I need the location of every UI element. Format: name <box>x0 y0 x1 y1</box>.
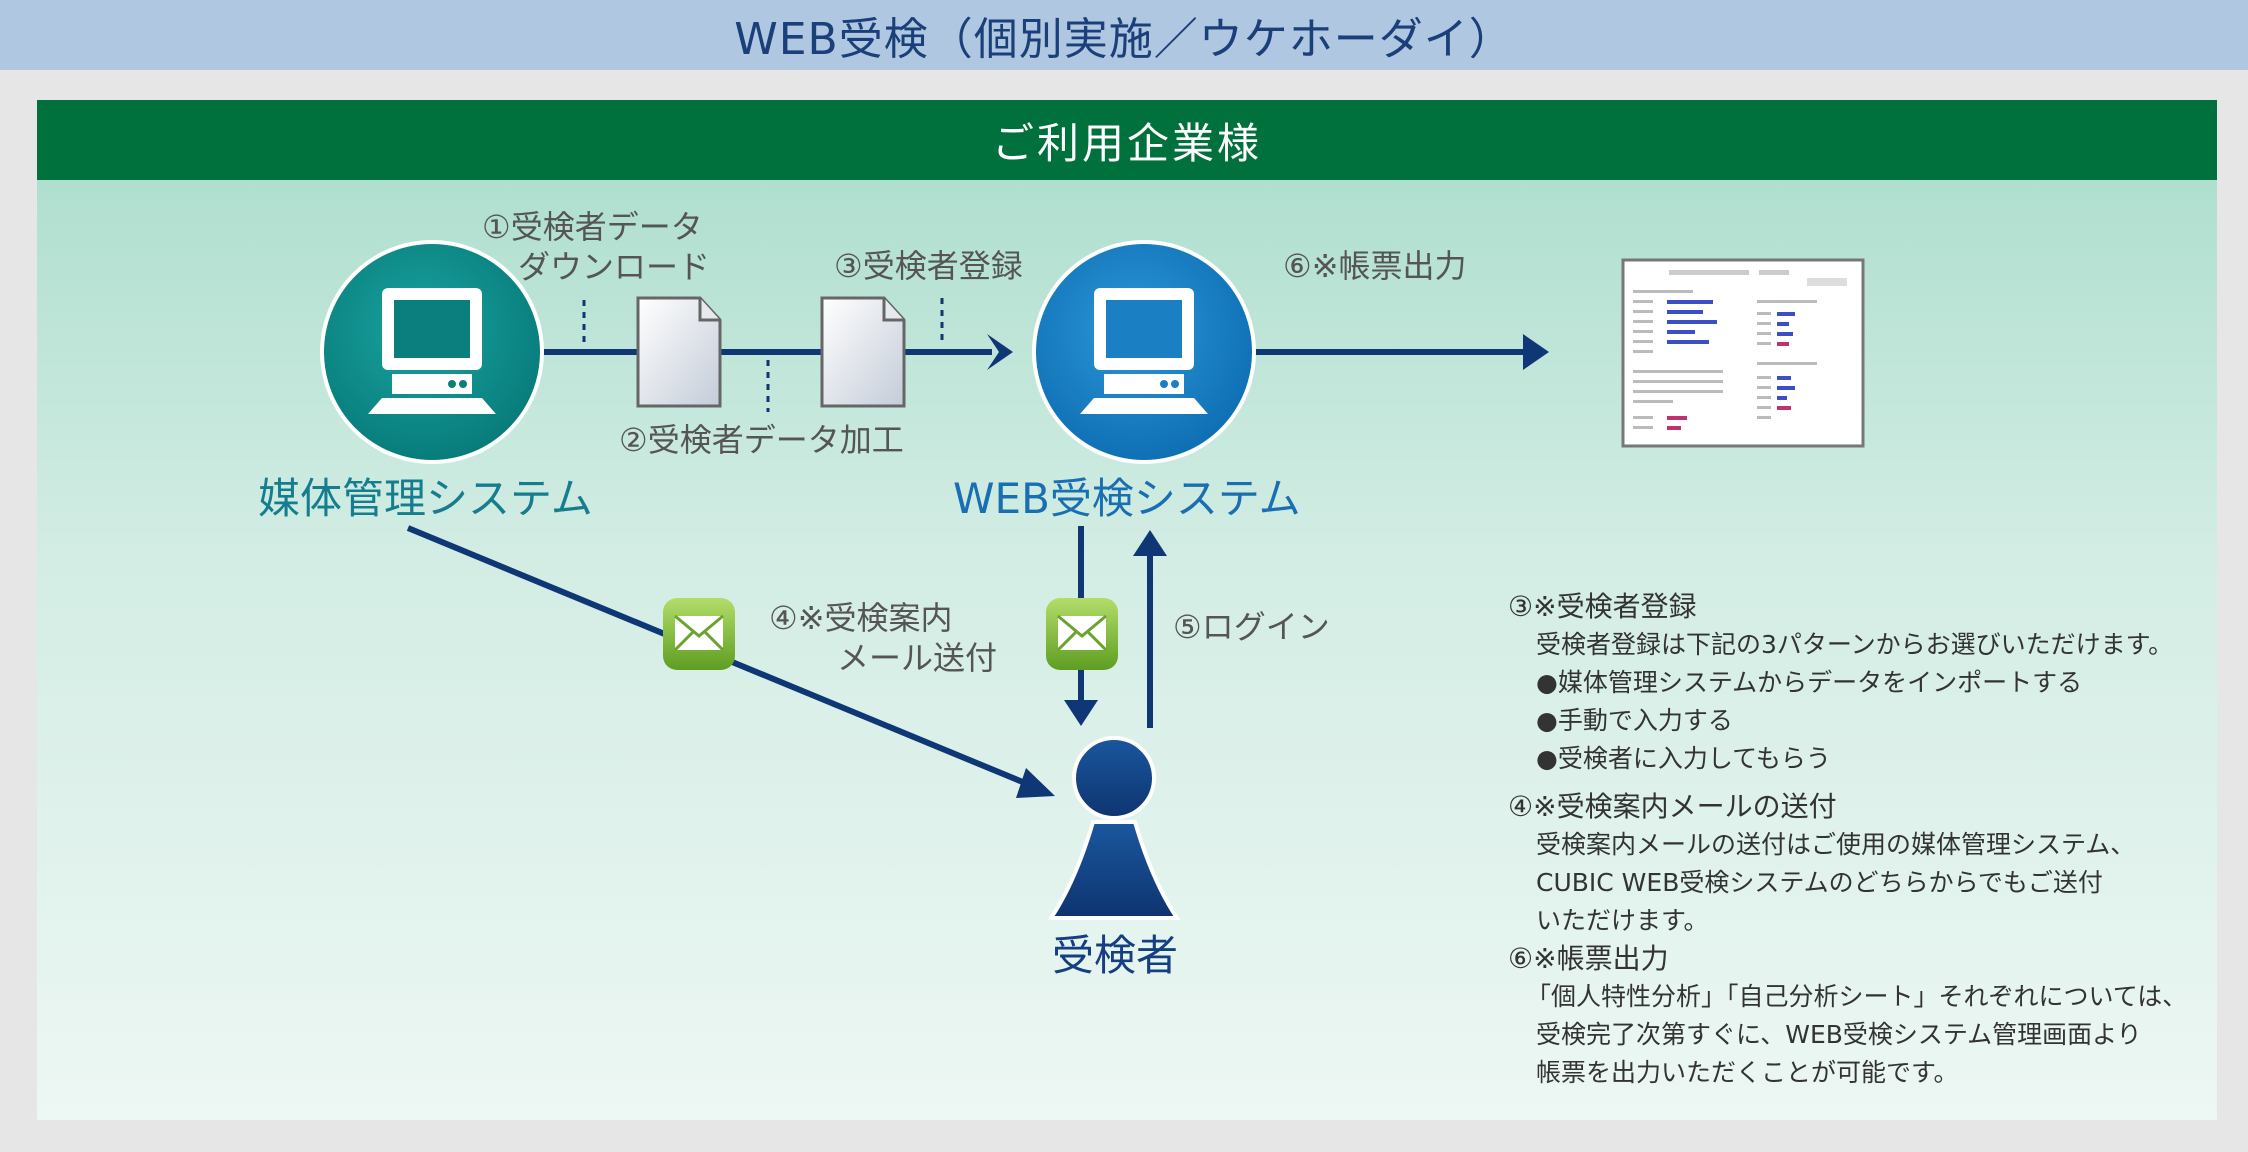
media-system-label: 媒体管理システム <box>258 474 593 523</box>
flow-diagram <box>320 240 1865 920</box>
person-icon <box>1047 736 1181 920</box>
login-arrow <box>1133 530 1167 728</box>
note4-line: 受検案内メールの送付はご使用の媒体管理システム、 <box>1536 830 2136 859</box>
notes: ③※受検者登録 受検者登録は下記の3パターンからお選びいただけます。 ●媒体管理… <box>1508 588 2208 1092</box>
note4-title: ④※受検案内メールの送付 <box>1508 790 1837 823</box>
step4-label: ④※受検案内 メール送付 <box>769 599 998 677</box>
panel-header: ご利用企業様 <box>37 100 2217 180</box>
step3-label: ③受検者登録 <box>834 247 1023 285</box>
note3-line: 受検者登録は下記の3パターンからお選びいただけます。 <box>1536 630 2174 659</box>
web-system-label: WEB受検システム <box>953 474 1301 523</box>
note6-title: ⑥※帳票出力 <box>1508 942 1669 975</box>
step2-label: ②受検者データ加工 <box>619 421 904 459</box>
media-system-computer <box>320 240 544 464</box>
note3-title: ③※受検者登録 <box>1508 590 1697 623</box>
note6-line: 「個人特性分析」「自己分析シート」それぞれについては、 <box>1526 982 2188 1011</box>
document-icon <box>636 296 722 408</box>
report-output-arrow <box>1250 334 1549 370</box>
diagram-panel: ご利用企業様 <box>37 100 2217 1120</box>
note6-line: 受検完了次第すぐに、WEB受検システム管理画面より <box>1536 1020 2142 1049</box>
note3-line: ●受検者に入力してもらう <box>1536 744 1831 773</box>
note3-line: ●媒体管理システムからデータをインポートする <box>1536 668 2083 697</box>
document-icon <box>820 296 906 408</box>
note4-line: いただけます。 <box>1536 906 1709 935</box>
mail-icon <box>661 596 737 672</box>
page-title: WEB受検（個別実施／ウケホーダイ） <box>0 0 2248 70</box>
note4-line: CUBIC WEB受検システムのどちらからでもご送付 <box>1536 868 2103 897</box>
mail-icon <box>1044 596 1120 672</box>
step1-label: ①受検者データ ダウンロード <box>482 208 711 286</box>
report-thumbnail <box>1621 258 1865 448</box>
step5-label: ⑤ログイン <box>1173 608 1330 646</box>
step-leader-lines <box>582 298 944 412</box>
web-system-computer <box>1032 240 1256 464</box>
note3-line: ●手動で入力する <box>1536 706 1733 735</box>
step6-label: ⑥※帳票出力 <box>1283 247 1467 285</box>
note6-line: 帳票を出力いただくことが可能です。 <box>1536 1058 1959 1087</box>
examinee-label: 受検者 <box>1052 931 1179 980</box>
